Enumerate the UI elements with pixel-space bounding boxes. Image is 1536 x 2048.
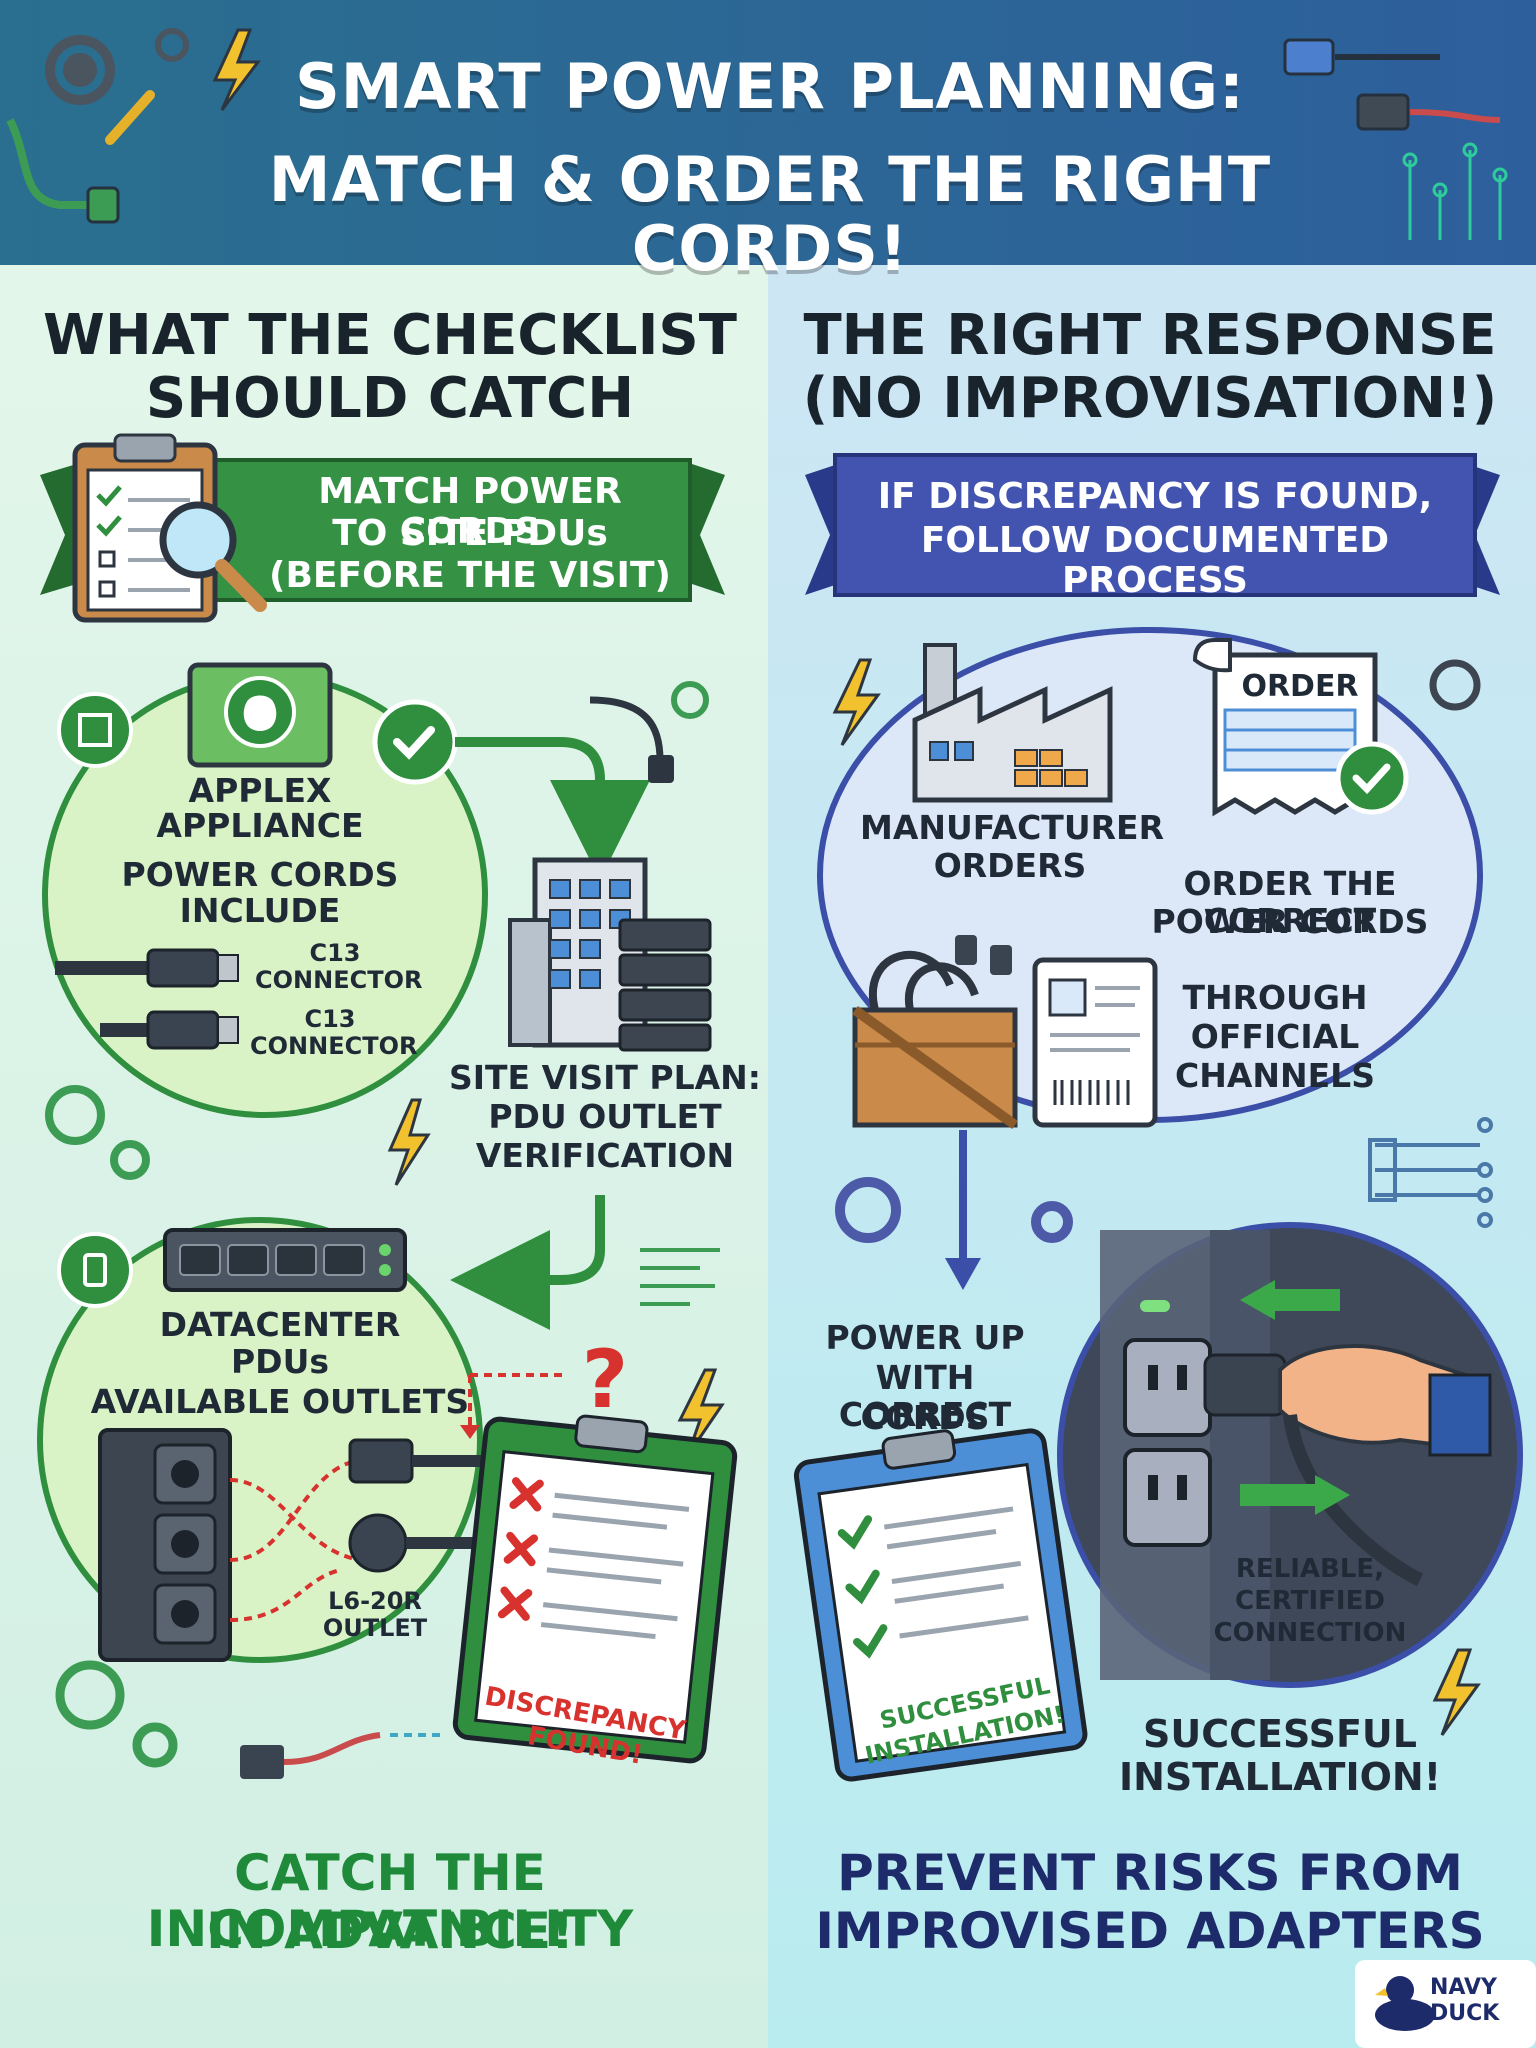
right-ribbon-line2: FOLLOW DOCUMENTED PROCESS xyxy=(920,520,1390,602)
page-title-line1: SMART POWER PLANNING: xyxy=(295,50,1245,123)
channels-line1: THROUGH xyxy=(1182,978,1368,1017)
left-ribbon-line3: (BEFORE THE VISIT) xyxy=(269,555,671,596)
powerup-line1: POWER UP xyxy=(825,1318,1025,1357)
right-heading-line1: THE RIGHT RESPONSE xyxy=(803,303,1497,368)
pdu-outlets-icon xyxy=(98,1428,232,1662)
header-banner xyxy=(0,0,1536,265)
lightning-icon xyxy=(677,1368,725,1456)
clipboard-icon xyxy=(793,1428,1088,1782)
outlet-icon xyxy=(1123,1338,1212,1547)
question-mark: ? xyxy=(581,1333,629,1426)
right-footer-line2: IMPROVISED ADAPTERS xyxy=(815,1902,1485,1960)
plug-icon xyxy=(1356,93,1410,131)
powerup-line2: WITH CORRECT xyxy=(838,1358,1012,1434)
lightning-icon xyxy=(387,1098,431,1186)
cords-label-line2: INCLUDE xyxy=(179,891,341,930)
plug-icon xyxy=(348,1438,520,1484)
pdu-label-line2: PDUs xyxy=(230,1342,330,1381)
gear-icon xyxy=(1429,659,1481,711)
connector1-label-line1: C13 xyxy=(309,939,361,967)
checkmark-icon xyxy=(1335,741,1409,815)
gear-icon xyxy=(55,1660,178,1768)
order-doc-label: ORDER xyxy=(1241,669,1359,704)
crate-icon xyxy=(852,935,1018,1130)
left-ribbon-line2: TO SITE PDUs xyxy=(332,513,608,554)
plug-icon xyxy=(55,948,239,988)
powerup-line3: CORDS xyxy=(860,1398,990,1437)
brand-line2: DUCK xyxy=(1430,2001,1500,2026)
gear-icon xyxy=(671,681,709,719)
plug-icon xyxy=(100,1010,239,1050)
arrow-icon xyxy=(455,737,650,880)
left-ribbon-line1: MATCH POWER CORDS xyxy=(318,471,622,553)
hand-plug-icon xyxy=(1203,1344,1492,1587)
magnifier-icon xyxy=(159,501,267,612)
left-footer-line1: CATCH THE INCOMPATIBILITY xyxy=(146,1844,634,1958)
reliable-line3: CONNECTION xyxy=(1213,1618,1407,1648)
gear-icon xyxy=(45,35,115,105)
plug-icon xyxy=(86,186,120,224)
plug-icon xyxy=(589,696,664,761)
connector1-label-line2: CONNECTOR xyxy=(255,966,423,994)
duck-icon xyxy=(1375,1976,1435,2031)
site-plan-line2: PDU OUTLET xyxy=(488,1097,722,1136)
reliable-line1: RELIABLE, xyxy=(1235,1554,1385,1584)
gear-icon xyxy=(45,1085,150,1180)
left-footer-line2: IN ADVANCE! xyxy=(206,1902,574,1960)
channels-line3: CHANNELS xyxy=(1175,1056,1375,1095)
gear-icon xyxy=(155,28,189,62)
lightning-icon xyxy=(832,658,881,746)
usb-icon xyxy=(57,1232,133,1308)
outlet-label-line1: L6-20R xyxy=(328,1587,422,1615)
gear-icon xyxy=(835,1177,1073,1243)
left-heading-line1: WHAT THE CHECKLIST xyxy=(43,303,737,368)
server-icon xyxy=(618,918,712,1052)
right-heading-line2: (NO IMPROVISATION!) xyxy=(802,366,1498,431)
site-plan-line1: SITE VISIT PLAN: xyxy=(448,1058,762,1097)
lightning-icon xyxy=(1432,1648,1481,1736)
manufacturer-line2: ORDERS xyxy=(933,846,1087,885)
channels-line2: OFFICIAL xyxy=(1190,1017,1360,1056)
pdu-label-line3: AVAILABLE OUTLETS xyxy=(90,1382,470,1421)
appliance-label-line2: APPLIANCE xyxy=(156,806,364,845)
clipboard-icon xyxy=(452,1414,738,1764)
arrow-icon xyxy=(450,1195,605,1330)
success-line1: SUCCESSFUL xyxy=(1142,1712,1417,1756)
right-footer-line1: PREVENT RISKS FROM xyxy=(837,1844,1463,1902)
chip-icon xyxy=(57,692,133,768)
order-line2: POWER CORDS xyxy=(1151,902,1429,941)
reliable-line2: CERTIFIED xyxy=(1235,1586,1385,1616)
cords-label-line1: POWER CORDS xyxy=(121,855,399,894)
plug-icon xyxy=(240,1732,440,1779)
plug-icon xyxy=(348,1513,480,1573)
pdu-label-line1: DATACENTER xyxy=(159,1305,401,1344)
page-title-line2: MATCH & ORDER THE RIGHT CORDS! xyxy=(268,143,1272,286)
order-line1: ORDER THE CORRECT xyxy=(1183,864,1397,940)
right-ribbon-line1: IF DISCREPANCY IS FOUND, xyxy=(877,476,1433,517)
wrench-icon xyxy=(105,90,155,145)
outlet-label-line2: OUTLET xyxy=(322,1614,428,1642)
factory-icon xyxy=(912,643,1113,803)
plug-icon xyxy=(1283,38,1335,76)
plug-icon xyxy=(6,118,90,209)
lightning-icon xyxy=(212,28,261,111)
connector2-label-line1: C13 xyxy=(304,1005,356,1033)
left-heading-line2: SHOULD CATCH xyxy=(145,366,635,431)
id-card-icon xyxy=(1032,957,1158,1128)
appliance-label-line1: APPLEX xyxy=(188,771,332,810)
connector2-label-line2: CONNECTOR xyxy=(250,1032,418,1060)
right-ribbon xyxy=(805,453,1500,597)
success-line2: INSTALLATION! xyxy=(1118,1755,1442,1799)
building-icon xyxy=(508,857,648,1048)
pdu-strip-icon xyxy=(163,1228,407,1292)
manufacturer-line1: MANUFACTURER xyxy=(860,808,1164,847)
brand-line1: NAVY xyxy=(1430,1975,1497,2000)
site-plan-line3: VERIFICATION xyxy=(475,1136,735,1175)
